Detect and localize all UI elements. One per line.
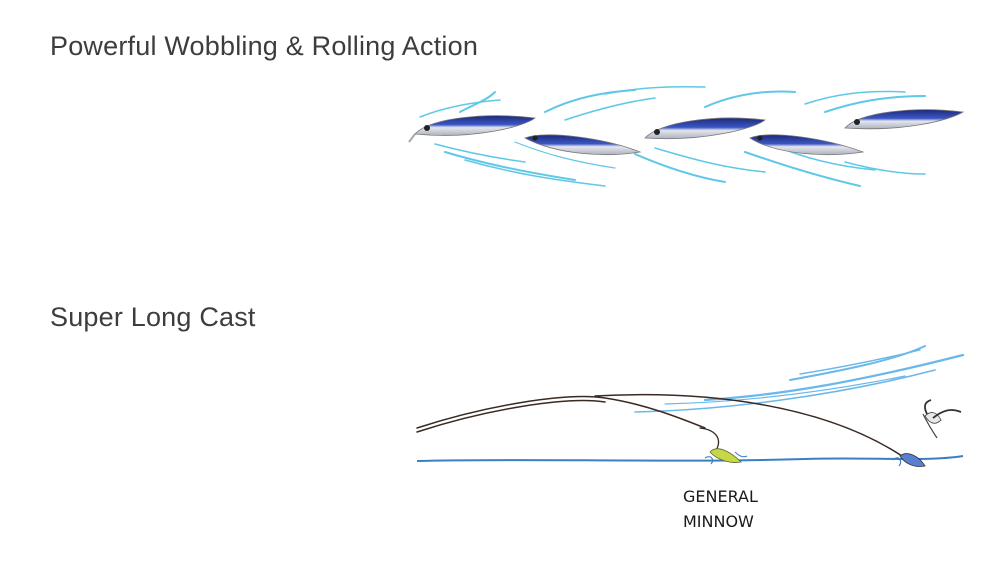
water-streaks [419, 86, 926, 187]
seagull-icon [922, 399, 962, 439]
lure-4 [749, 134, 865, 156]
wind-lines [634, 345, 965, 413]
lure-2 [524, 134, 642, 156]
swimming-lures-illustration [408, 86, 965, 187]
section-title-wobbling: Powerful Wobbling & Rolling Action [50, 31, 479, 61]
label-line-2: MINNOW [683, 512, 754, 531]
casting-trajectory-illustration [416, 345, 965, 467]
lure-3 [644, 117, 766, 140]
long-cast-lure-icon [892, 453, 926, 467]
water-surface-line [416, 455, 964, 462]
label-line-1: GENERAL [683, 487, 758, 506]
general-minnow-label: GENERAL MINNOW [683, 484, 758, 534]
section-title-long-cast: Super Long Cast [50, 302, 256, 332]
general-minnow-lure-icon [704, 448, 748, 465]
trajectory-lines [416, 393, 906, 459]
lure-5 [844, 109, 965, 130]
lure-1 [408, 115, 536, 143]
